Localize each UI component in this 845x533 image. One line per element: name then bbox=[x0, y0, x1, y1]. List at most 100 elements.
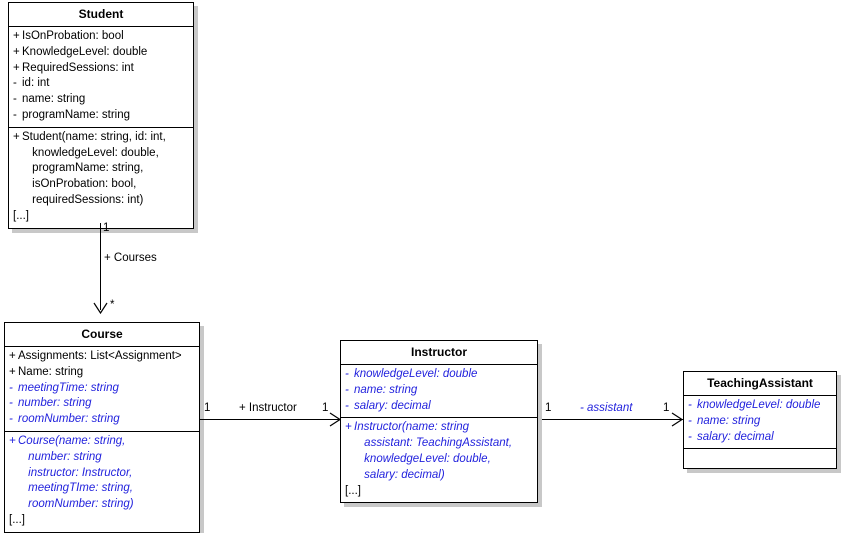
class-member: requiredSessions: int) bbox=[13, 193, 144, 206]
member-visibility: + bbox=[13, 30, 20, 42]
member-signature: IsOnProbation: bool bbox=[22, 30, 124, 42]
member-visibility: + bbox=[9, 350, 16, 362]
class-member: assistant: TeachingAssistant, bbox=[345, 437, 513, 450]
class-member: +RequiredSessions: int bbox=[9, 61, 193, 77]
association-label-courses: + Courses bbox=[104, 252, 157, 264]
member-signature: meetingTime: string bbox=[18, 381, 119, 394]
arrowhead-instructor-assistant bbox=[671, 412, 684, 427]
class-title-teachingassistant: TeachingAssistant bbox=[684, 372, 836, 396]
member-visibility: + bbox=[13, 130, 20, 143]
class-member: +Name: string bbox=[5, 365, 199, 381]
class-member: -knowledgeLevel: double bbox=[341, 367, 537, 383]
member-signature: knowledgeLevel: double bbox=[697, 399, 821, 411]
class-box-instructor[interactable]: Instructor -knowledgeLevel: double-name:… bbox=[340, 340, 538, 504]
class-box-course[interactable]: Course +Assignments: List<Assignment>+Na… bbox=[4, 322, 200, 533]
member-signature: RequiredSessions: int bbox=[22, 61, 134, 74]
association-line-student-courses[interactable] bbox=[100, 223, 101, 310]
class-box-student[interactable]: Student +IsOnProbation: bool+KnowledgeLe… bbox=[8, 2, 194, 229]
member-signature: salary: decimal bbox=[697, 430, 774, 443]
class-member: +Course(name: string, bbox=[5, 434, 199, 450]
class-member: -salary: decimal bbox=[341, 399, 537, 415]
member-ellipsis: [...] bbox=[13, 209, 29, 222]
member-visibility: + bbox=[9, 434, 16, 447]
member-signature: Instructor(name: string bbox=[354, 421, 470, 434]
class-member: +Instructor(name: string bbox=[341, 420, 537, 436]
arrowhead-student-courses bbox=[93, 302, 108, 315]
class-title-student: Student bbox=[9, 3, 193, 27]
association-label-assistant: - assistant bbox=[580, 402, 633, 414]
operations-compartment-student: +Student(name: string, id: int, knowledg… bbox=[9, 128, 193, 228]
member-visibility: - bbox=[9, 381, 13, 394]
class-member: -knowledgeLevel: double bbox=[684, 398, 836, 414]
member-ellipsis: [...] bbox=[345, 484, 361, 497]
member-visibility: + bbox=[13, 61, 20, 74]
member-visibility: + bbox=[13, 45, 20, 58]
operations-compartment-instructor: +Instructor(name: string assistant: Teac… bbox=[341, 418, 537, 502]
class-member: knowledgeLevel: double, bbox=[13, 146, 159, 159]
class-member: -name: string bbox=[341, 383, 537, 399]
member-visibility: - bbox=[9, 397, 13, 410]
member-visibility: + bbox=[9, 365, 16, 378]
member-visibility: - bbox=[688, 414, 692, 427]
class-member: -id: int bbox=[9, 76, 193, 92]
class-title-course: Course bbox=[5, 323, 199, 347]
class-member: roomNumber: string) bbox=[9, 498, 134, 511]
attributes-compartment-course: +Assignments: List<Assignment>+Name: str… bbox=[5, 347, 199, 432]
class-member: +IsOnProbation: bool bbox=[9, 29, 193, 45]
member-signature: number: string bbox=[18, 397, 92, 410]
class-member: +KnowledgeLevel: double bbox=[9, 45, 193, 61]
class-member: salary: decimal) bbox=[345, 468, 445, 481]
multiplicity-teachingassistant-target: 1 bbox=[663, 402, 670, 414]
class-member: instructor: Instructor, bbox=[9, 466, 133, 479]
member-visibility: + bbox=[345, 421, 352, 434]
member-signature: salary: decimal bbox=[354, 399, 431, 412]
operations-compartment-teachingassistant bbox=[684, 449, 836, 468]
member-visibility: - bbox=[345, 368, 349, 380]
member-visibility: - bbox=[9, 413, 13, 426]
member-signature: Name: string bbox=[18, 365, 84, 378]
association-label-instructor: + Instructor bbox=[239, 402, 297, 414]
member-visibility: - bbox=[13, 93, 17, 106]
class-member: -name: string bbox=[684, 414, 836, 430]
multiplicity-course-source: 1 bbox=[204, 402, 211, 414]
member-visibility: - bbox=[13, 77, 17, 90]
class-member: programName: string, bbox=[13, 162, 144, 175]
member-visibility: - bbox=[345, 383, 349, 396]
member-visibility: - bbox=[688, 430, 692, 443]
member-signature: name: string bbox=[697, 414, 761, 427]
member-visibility: - bbox=[688, 399, 692, 411]
multiplicity-instructor-source: 1 bbox=[545, 402, 552, 414]
member-signature: Student(name: string, id: int, bbox=[22, 130, 166, 143]
member-signature: Assignments: List<Assignment> bbox=[18, 350, 182, 362]
arrowhead-course-instructor bbox=[329, 412, 342, 427]
association-line-instructor-assistant[interactable] bbox=[542, 419, 684, 420]
class-member: -meetingTime: string bbox=[5, 381, 199, 397]
member-signature: roomNumber: string bbox=[18, 413, 120, 426]
class-member: -salary: decimal bbox=[684, 430, 836, 446]
member-visibility: - bbox=[13, 108, 17, 121]
class-member: isOnProbation: bool, bbox=[13, 178, 137, 191]
class-member: number: string bbox=[9, 450, 102, 463]
member-signature: name: string bbox=[22, 93, 86, 106]
class-title-instructor: Instructor bbox=[341, 341, 537, 365]
attributes-compartment-student: +IsOnProbation: bool+KnowledgeLevel: dou… bbox=[9, 27, 193, 128]
class-member: -name: string bbox=[9, 92, 193, 108]
member-signature: programName: string bbox=[22, 108, 131, 121]
operations-compartment-course: +Course(name: string, number: string ins… bbox=[5, 432, 199, 532]
multiplicity-courses-target: * bbox=[110, 299, 115, 311]
member-signature: KnowledgeLevel: double bbox=[22, 45, 148, 58]
member-signature: knowledgeLevel: double bbox=[354, 368, 478, 380]
member-signature: Course(name: string, bbox=[18, 434, 126, 447]
class-member: -number: string bbox=[5, 396, 199, 412]
attributes-compartment-teachingassistant: -knowledgeLevel: double-name: string-sal… bbox=[684, 396, 836, 450]
class-box-teachingassistant[interactable]: TeachingAssistant -knowledgeLevel: doubl… bbox=[683, 371, 837, 470]
class-member: knowledgeLevel: double, bbox=[345, 452, 491, 465]
member-ellipsis: [...] bbox=[9, 513, 25, 526]
multiplicity-instructor-target: 1 bbox=[322, 402, 329, 414]
class-member: -roomNumber: string bbox=[5, 412, 199, 428]
multiplicity-student-source: 1 bbox=[103, 222, 110, 234]
member-signature: name: string bbox=[354, 383, 418, 396]
class-member: meetingTIme: string, bbox=[9, 482, 133, 495]
association-line-course-instructor[interactable] bbox=[200, 419, 340, 420]
